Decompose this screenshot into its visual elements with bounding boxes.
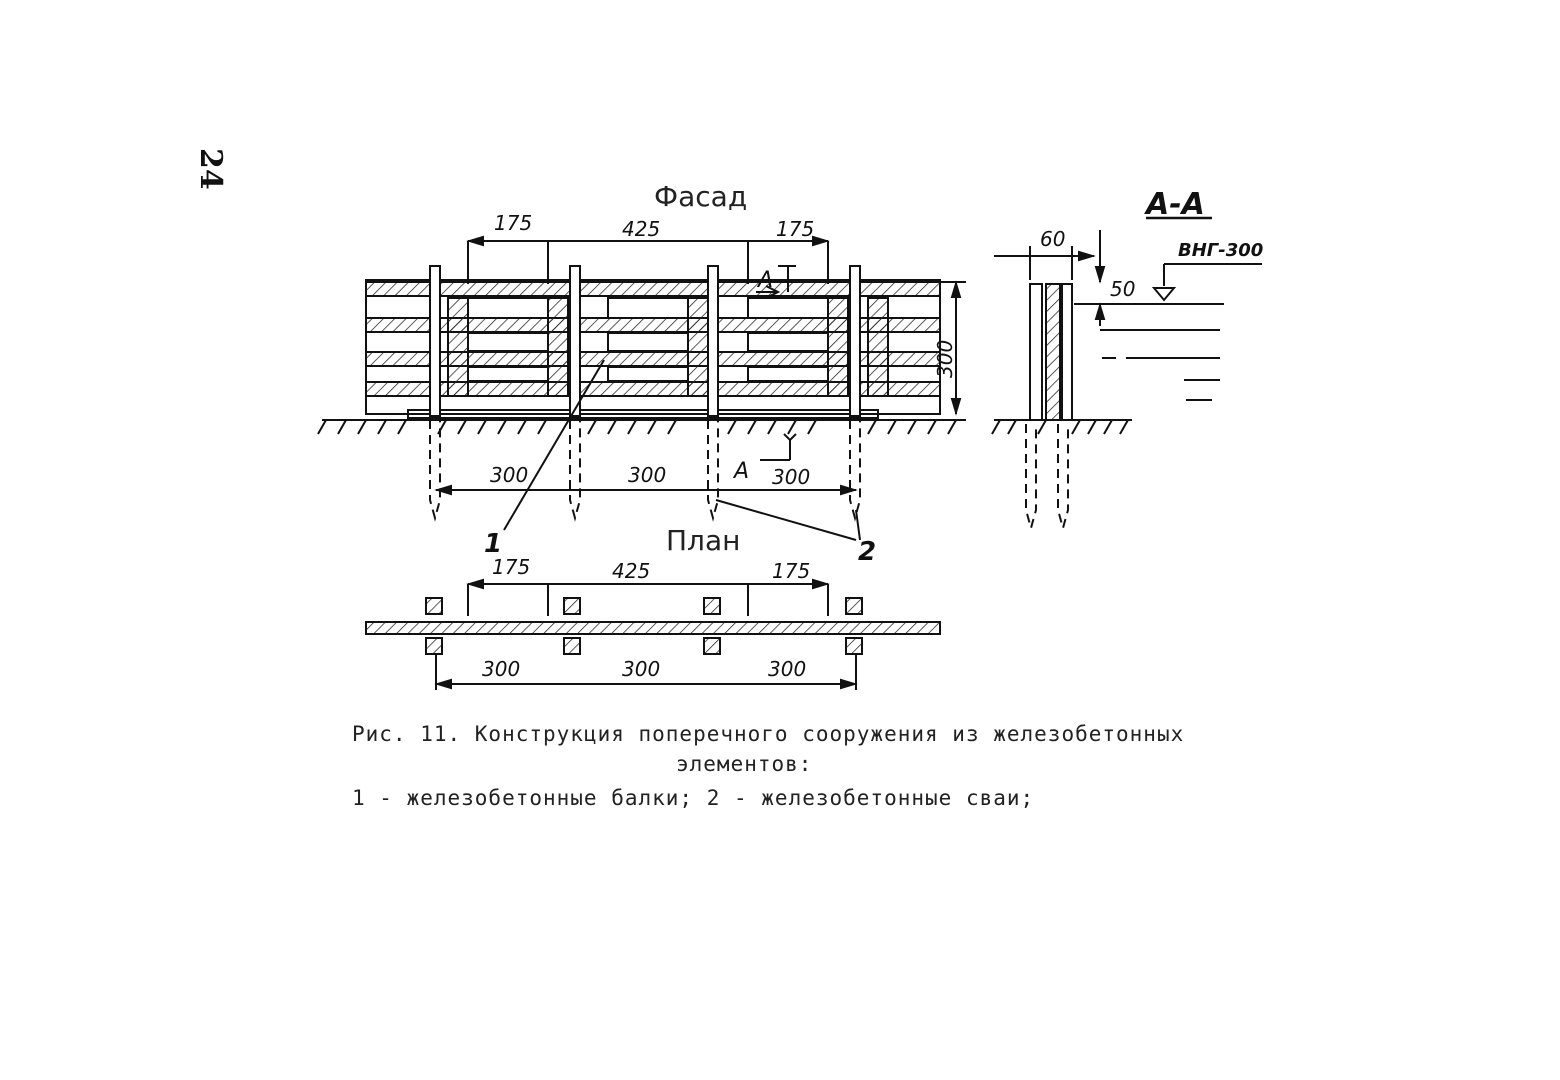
plan-beam: [365, 621, 941, 635]
facade-dim-175-left: 175: [494, 211, 532, 235]
svg-text:425: 425: [612, 559, 650, 583]
svg-text:300: 300: [933, 340, 957, 378]
svg-text:300: 300: [482, 657, 520, 681]
facade-ground: [317, 419, 966, 435]
section-view: А-А 60 50 ВНГ-300: [991, 187, 1263, 532]
facade-view: Фасад 175 425 175 А: [317, 180, 966, 541]
figure-caption-continued: элементов:: [676, 752, 813, 776]
plan-view: План 175 425 175 300 300 300: [365, 524, 941, 690]
svg-text:175: 175: [772, 559, 810, 583]
facade-height-dimension: 300: [933, 280, 966, 416]
callout-piles: 2: [858, 537, 876, 567]
callout-leaders: [503, 359, 861, 541]
figure-caption: Рис. 11. Конструкция поперечного сооруже…: [352, 722, 1185, 746]
svg-text:300: 300: [628, 463, 666, 487]
section-title: А-А: [1144, 187, 1205, 222]
svg-text:300: 300: [772, 465, 810, 489]
svg-text:175: 175: [492, 555, 530, 579]
facade-title: Фасад: [654, 180, 747, 213]
svg-text:300: 300: [622, 657, 660, 681]
beam-wall: [365, 279, 941, 419]
plan-title: План: [666, 524, 740, 557]
pile: [707, 265, 719, 522]
callout-beams: 1: [484, 529, 502, 559]
pile: [429, 265, 441, 522]
plan-piles: [425, 597, 863, 655]
pile: [849, 265, 861, 522]
facade-bottom-dimensions: 300 300 300 А: [434, 433, 858, 496]
facade-dim-425: 425: [622, 217, 660, 241]
facade-top-dimensions: 175 425 175: [466, 211, 830, 284]
svg-text:60: 60: [1040, 227, 1065, 251]
pile: [569, 265, 581, 522]
figure-legend: 1 - железобетонные балки; 2 - железобето…: [352, 786, 1035, 810]
facade-piles: [429, 265, 861, 522]
svg-text:50: 50: [1110, 277, 1135, 301]
svg-text:А: А: [732, 459, 749, 484]
facade-dim-175-right: 175: [776, 217, 814, 241]
svg-text:300: 300: [768, 657, 806, 681]
svg-text:300: 300: [490, 463, 528, 487]
svg-text:ВНГ-300: ВНГ-300: [1178, 240, 1263, 261]
